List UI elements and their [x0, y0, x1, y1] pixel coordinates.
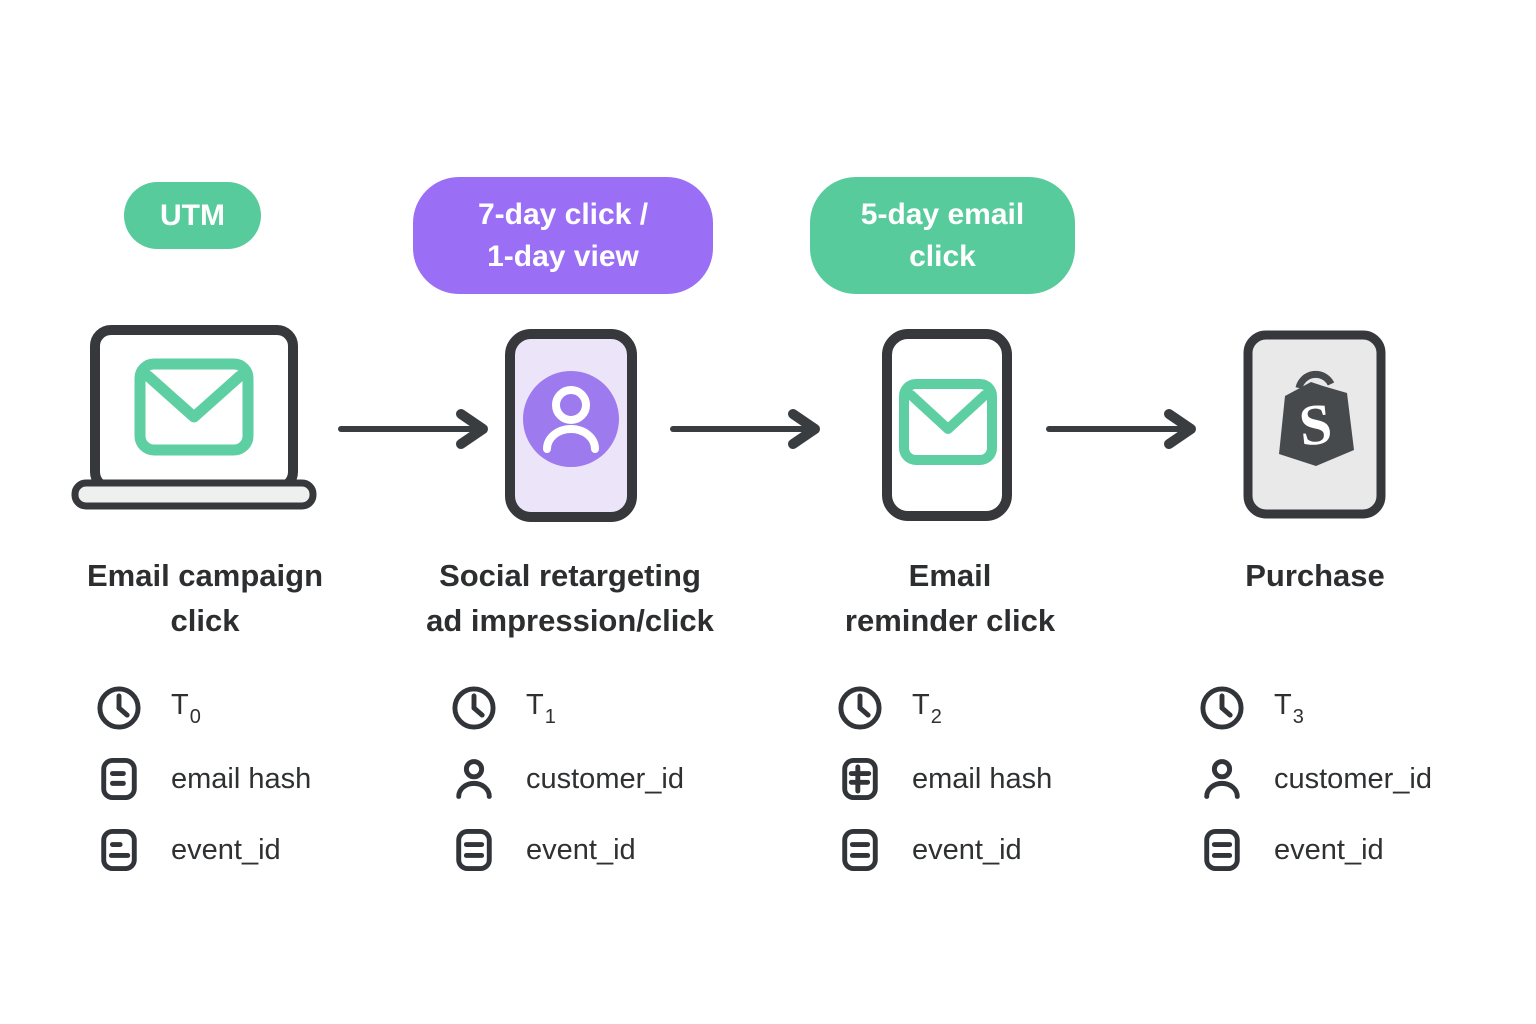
clock-icon	[450, 684, 498, 732]
utm-badge: UTM	[124, 182, 261, 249]
person-avatar-icon	[523, 371, 619, 467]
envelope-icon	[134, 358, 254, 456]
step-label-line: Email campaign	[86, 558, 324, 593]
identity-label: customer_id	[1274, 762, 1432, 795]
metadata-email-reminder: T2 email hash event_id	[836, 682, 1052, 876]
badge-line: click	[909, 239, 976, 273]
time-label: T1	[526, 689, 556, 728]
identity-label: email hash	[171, 762, 312, 795]
time-label: T3	[1274, 689, 1304, 728]
envelope-icon	[899, 379, 997, 465]
email-hash-icon	[95, 755, 143, 803]
laptop-icon	[71, 325, 317, 510]
clock-icon	[95, 684, 143, 732]
event-label: event_id	[1274, 833, 1384, 866]
meta-row-identity: email hash	[836, 753, 1052, 805]
badge-line: 1-day view	[487, 239, 639, 273]
meta-row-time: T1	[450, 682, 684, 734]
laptop-email-icon	[70, 324, 318, 510]
step-label-email-reminder: Email reminder click	[760, 553, 1140, 643]
meta-row-event: event_id	[836, 824, 1052, 876]
badge-line: 5-day email	[860, 197, 1025, 231]
step-label-social-retargeting: Social retargeting ad impression/click	[380, 553, 760, 643]
event-label: event_id	[912, 833, 1022, 866]
meta-row-time: T2	[836, 682, 1052, 734]
phone-icon	[882, 329, 1012, 521]
step-label-line: Social retargeting	[439, 558, 701, 593]
shopify-s-letter: S	[1296, 391, 1335, 459]
event-label: event_id	[171, 833, 281, 866]
phone-icon	[505, 329, 637, 522]
step-label-email-campaign: Email campaign click	[15, 553, 395, 643]
identity-label: customer_id	[526, 762, 684, 795]
metadata-purchase: T3 customer_id event_id	[1198, 682, 1432, 876]
person-icon	[450, 755, 498, 803]
step-label-line: click	[170, 603, 240, 638]
step-label-line: Email	[908, 558, 992, 593]
arrow-right-icon	[1046, 409, 1196, 449]
time-label: T0	[171, 689, 201, 728]
meta-row-identity: customer_id	[450, 753, 684, 805]
person-icon	[1198, 755, 1246, 803]
meta-row-event: event_id	[450, 824, 684, 876]
clock-icon	[836, 684, 884, 732]
step-label-line: Purchase	[1245, 558, 1385, 593]
attribution-window-badge-email: 5-day email click	[810, 177, 1075, 294]
event-id-icon	[95, 826, 143, 874]
identity-label: email hash	[912, 762, 1053, 795]
shopify-bag-icon: S	[1243, 330, 1386, 519]
clock-icon	[1198, 684, 1246, 732]
meta-row-time: T0	[95, 682, 311, 734]
arrow-right-icon	[338, 409, 488, 449]
meta-row-event: event_id	[1198, 824, 1432, 876]
meta-row-identity: customer_id	[1198, 753, 1432, 805]
arrow-right-icon	[670, 409, 820, 449]
step-label-line: ad impression/click	[426, 603, 714, 638]
time-label: T2	[912, 689, 942, 728]
metadata-social-retargeting: T1 customer_id event_id	[450, 682, 684, 876]
attribution-window-badge-social: 7-day click / 1-day view	[413, 177, 713, 294]
event-id-icon	[836, 826, 884, 874]
phone-social-retargeting-icon	[505, 329, 637, 522]
metadata-email-campaign: T0 email hash event_id	[95, 682, 311, 876]
meta-row-time: T3	[1198, 682, 1432, 734]
event-id-icon	[450, 826, 498, 874]
email-hash-icon	[836, 755, 884, 803]
phone-email-reminder-icon	[882, 329, 1012, 521]
step-label-line: reminder click	[844, 603, 1056, 638]
utm-badge-label: UTM	[160, 198, 225, 232]
event-label: event_id	[526, 833, 636, 866]
meta-row-event: event_id	[95, 824, 311, 876]
step-label-purchase: Purchase	[1125, 553, 1505, 598]
meta-row-identity: email hash	[95, 753, 311, 805]
purchase-shopify-icon: S	[1243, 330, 1386, 519]
event-id-icon	[1198, 826, 1246, 874]
badge-line: 7-day click /	[477, 197, 649, 231]
